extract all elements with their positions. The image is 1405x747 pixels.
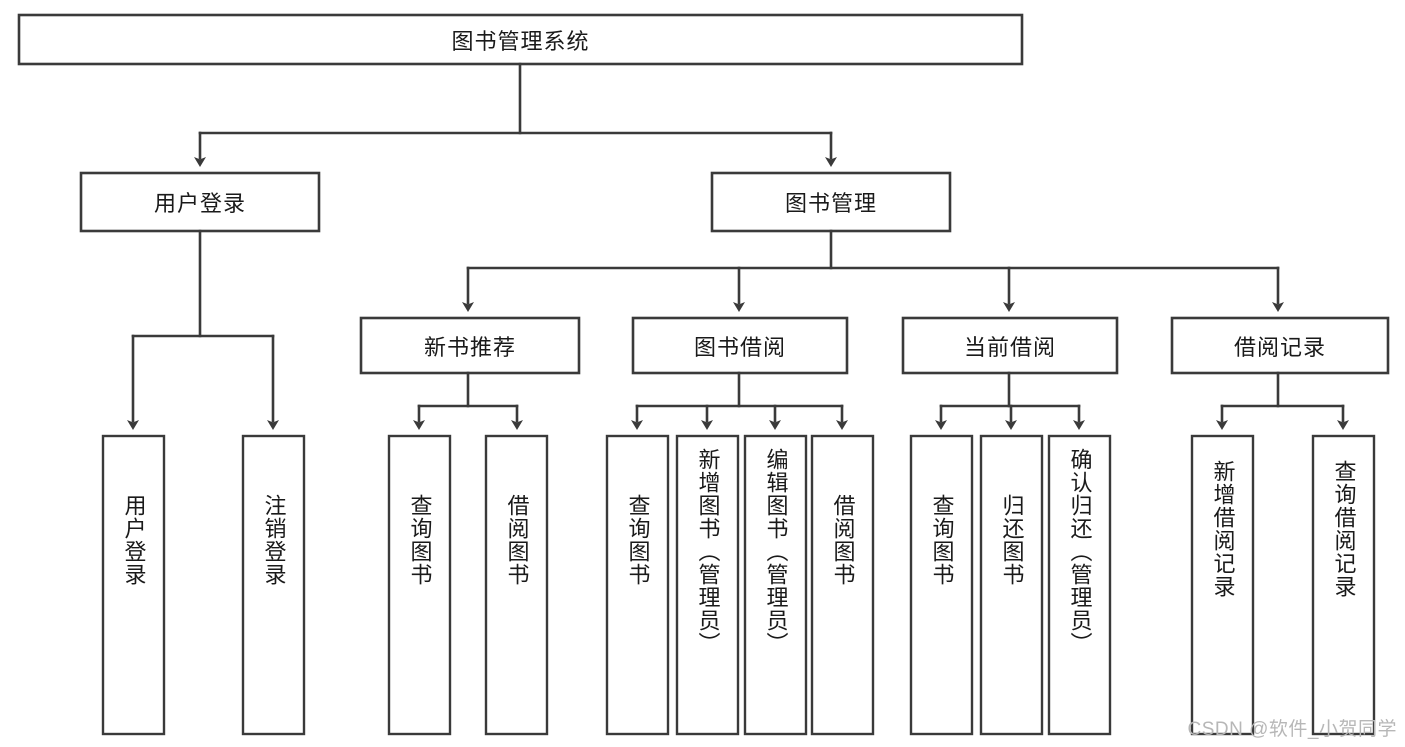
leaf-box-new-book-1: [484, 434, 549, 736]
leaf-box-book-borrow-3: [810, 434, 875, 736]
node-current-borrow-box: [901, 316, 1119, 375]
leaf-box-user-login-1: [241, 434, 306, 736]
node-book-borrow-box: [631, 316, 849, 375]
node-user-login-box: [79, 171, 321, 233]
node-book-manage-box: [710, 171, 952, 233]
leaf-box-user-login-0: [101, 434, 166, 736]
node-borrow-record-box: [1170, 316, 1390, 375]
leaf-box-new-book-0: [387, 434, 452, 736]
leaf-box-book-borrow-1: [675, 434, 740, 736]
node-new-book-recommend-box: [359, 316, 581, 375]
leaf-box-current-borrow-2: [1047, 434, 1112, 736]
leaf-box-book-borrow-0: [605, 434, 670, 736]
leaf-box-current-borrow-1: [979, 434, 1044, 736]
leaf-box-borrow-record-0: [1190, 434, 1255, 736]
node-root-box: [17, 13, 1024, 66]
leaf-box-borrow-record-1: [1311, 434, 1376, 736]
leaf-box-current-borrow-0: [909, 434, 974, 736]
leaf-box-book-borrow-2: [743, 434, 808, 736]
